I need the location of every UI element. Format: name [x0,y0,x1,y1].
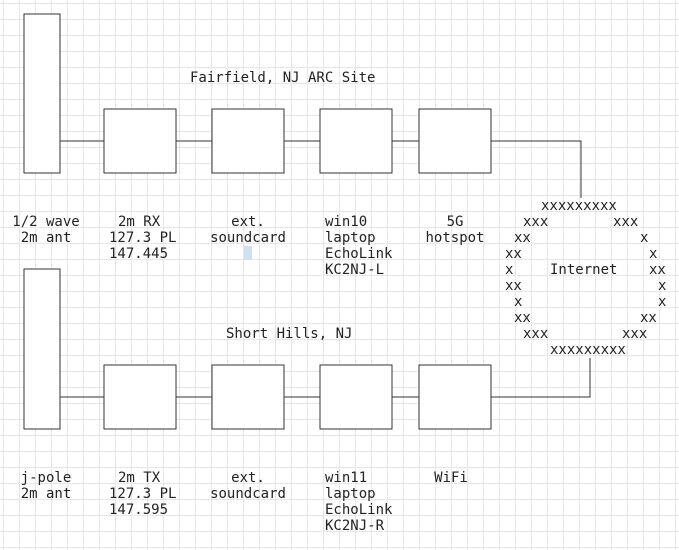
bottom-site-title: Short Hills, NJ [226,326,353,342]
cloud-row: xxx [622,326,648,342]
internet-cloud: xxxxxxxxx xxx xxx xx x xx x x Internet x… [496,198,676,362]
bottom-internet-link [491,358,591,398]
cloud-row: x [640,230,649,246]
bottom-network-box[interactable] [418,364,492,430]
cloud-row: x [514,294,523,310]
top-antenna-box[interactable] [23,13,61,174]
cloud-row: xxx [523,214,549,230]
top-site-title: Fairfield, NJ ARC Site [190,70,376,86]
cloud-row: xx [649,262,666,278]
network-diagram [23,13,591,430]
cloud-row: xxxxxxxxx [550,342,626,358]
bottom-soundcard-box[interactable] [211,364,285,430]
cloud-row: x [649,246,658,262]
bottom-radio-box[interactable] [103,364,177,430]
cloud-row: xx [514,310,531,326]
bottom-antenna-box[interactable] [23,268,61,430]
cloud-row: x [658,278,667,294]
bottom-soundcard-label: ext.soundcard [210,470,286,502]
cloud-row: x [505,262,514,278]
internet-label: Internet [550,262,618,278]
text-cursor [244,246,252,260]
top-soundcard-box[interactable] [211,108,285,174]
cloud-row: xx [505,246,522,262]
cloud-row: x [658,294,667,310]
top-radio-box[interactable] [103,108,177,174]
cloud-row: xxx [523,326,549,342]
bottom-computer-box[interactable] [319,364,393,430]
top-internet-link [491,140,582,198]
cloud-row: xxxxxxxxx [541,198,617,214]
bottom-network-label: WiFi [434,470,468,486]
cloud-row: xxx [613,214,639,230]
top-soundcard-label: ext.soundcard [210,214,286,246]
cloud-row: xx [514,230,531,246]
cloud-row: xx [505,278,522,294]
top-computer-box[interactable] [319,108,393,174]
top-network-box[interactable] [418,108,492,174]
cloud-row: xx [640,310,657,326]
